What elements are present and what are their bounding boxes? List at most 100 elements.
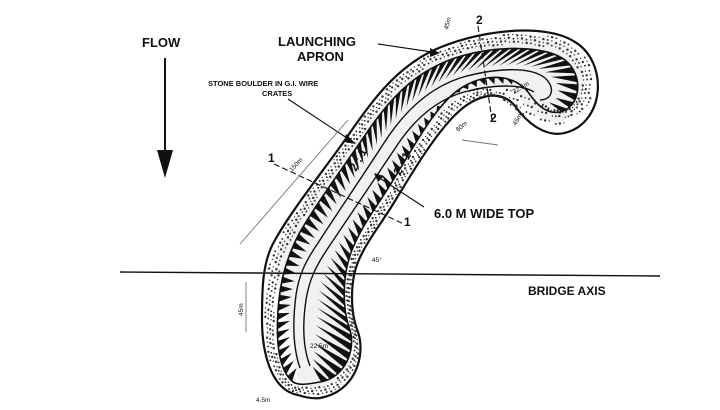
stone-dot xyxy=(269,314,273,317)
slope-triangle xyxy=(401,84,408,113)
stone-dot xyxy=(333,162,336,165)
stone-dot xyxy=(574,49,577,52)
stone-dot xyxy=(318,190,320,192)
stone-dot xyxy=(336,158,339,161)
stone-dot xyxy=(323,182,326,185)
stone-dot xyxy=(584,70,587,73)
stone-dot xyxy=(501,43,503,46)
stone-dot xyxy=(522,112,525,115)
stone-dot xyxy=(453,109,455,111)
stone-dot xyxy=(264,307,267,309)
stone-dot xyxy=(284,247,287,249)
stone-dot xyxy=(567,115,570,118)
stone-dot xyxy=(274,250,277,253)
slope-triangle xyxy=(335,171,346,192)
slope-triangle xyxy=(445,55,465,80)
slope-triangle xyxy=(438,57,456,83)
stone-dot xyxy=(506,101,509,104)
stone-dot xyxy=(381,104,383,106)
stone-dot xyxy=(305,210,308,213)
stone-dot xyxy=(406,71,409,74)
stone-dot xyxy=(269,263,271,266)
stone-dot xyxy=(354,330,357,333)
stone-dot xyxy=(424,135,427,138)
stone-dot xyxy=(395,83,397,86)
apron-leader xyxy=(377,43,433,53)
stone-dot xyxy=(565,110,567,113)
stone-dot xyxy=(355,130,358,133)
stone-dot xyxy=(564,116,566,119)
stone-dot xyxy=(287,223,290,226)
stone-dot xyxy=(530,39,532,41)
stone-dot xyxy=(351,357,354,360)
stone-dot xyxy=(282,373,285,376)
stone-dot xyxy=(266,322,269,325)
stone-dot xyxy=(452,46,455,49)
stone-dot xyxy=(303,207,306,210)
slope-triangle xyxy=(347,226,358,244)
stone-dot xyxy=(272,325,274,327)
stone-dot xyxy=(282,378,284,380)
stone-dot xyxy=(404,80,406,82)
stone-dot xyxy=(577,97,580,100)
stone-dot xyxy=(352,340,355,343)
stone-dot xyxy=(345,299,348,301)
stone-dot xyxy=(582,74,584,77)
stone-dot xyxy=(580,65,582,68)
slope-triangle xyxy=(557,90,577,101)
stone-dot xyxy=(534,44,536,46)
stone-dot xyxy=(317,392,320,396)
stone-dot xyxy=(272,266,274,268)
boulder-leader-arrow xyxy=(344,134,356,144)
stone-dot xyxy=(363,127,367,131)
stone-dot xyxy=(349,320,351,322)
stone-dot xyxy=(400,174,402,177)
stone-dot xyxy=(272,296,275,299)
stone-dot xyxy=(268,283,271,286)
stone-dot xyxy=(491,40,494,43)
slope-triangle xyxy=(312,366,328,382)
stone-dot xyxy=(266,341,269,343)
stone-dot xyxy=(360,242,363,245)
stone-dot xyxy=(381,95,384,98)
stone-dot xyxy=(573,108,576,111)
stone-dot xyxy=(409,68,412,71)
stone-dot xyxy=(342,371,345,374)
stone-dot xyxy=(277,246,280,248)
stone-dot xyxy=(529,112,532,115)
stone-dot xyxy=(471,46,474,49)
stone-dot xyxy=(267,345,270,348)
stone-dot xyxy=(576,103,579,106)
stone-dot xyxy=(457,46,459,48)
stone-dot xyxy=(344,148,347,151)
stone-dot xyxy=(482,89,484,91)
slope-triangle xyxy=(277,312,291,321)
stone-dot xyxy=(379,206,382,209)
stone-dot xyxy=(358,242,360,245)
slope-triangle xyxy=(491,48,520,67)
stone-dot xyxy=(269,299,271,301)
slope-triangle xyxy=(316,307,351,333)
stone-dot xyxy=(272,254,275,257)
stone-dot xyxy=(444,120,447,123)
stone-dot xyxy=(542,37,545,41)
stone-dot xyxy=(323,386,325,388)
slope-triangle xyxy=(292,241,307,252)
stone-dot xyxy=(267,317,270,320)
stone-dot xyxy=(271,270,274,273)
stone-dot xyxy=(419,150,422,153)
stone-dot xyxy=(351,328,354,331)
stone-dot xyxy=(526,104,529,107)
stone-dot xyxy=(379,99,381,101)
stone-dot xyxy=(575,58,578,61)
stone-dot xyxy=(421,68,424,71)
stone-dot xyxy=(385,97,387,99)
slope-triangle xyxy=(506,78,513,85)
stone-dot xyxy=(352,332,354,334)
stone-dot xyxy=(509,103,512,106)
stone-dot xyxy=(277,369,280,372)
stone-dot xyxy=(466,94,469,96)
stone-dot xyxy=(431,60,433,63)
stone-dot xyxy=(533,35,536,38)
stone-dot xyxy=(329,175,332,179)
